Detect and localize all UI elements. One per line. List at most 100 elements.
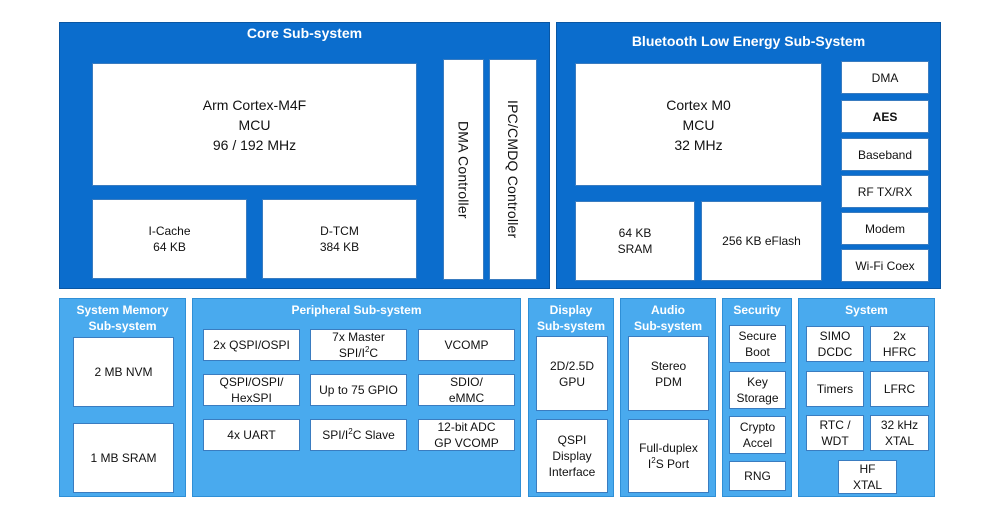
cortex-m0-freq: 32 MHz: [674, 136, 723, 153]
ble-aes-label: AES: [872, 109, 898, 124]
dma-controller-label: DMA Controller: [455, 120, 472, 219]
pdm-line2: PDM: [655, 374, 682, 389]
hfrc: 2x HFRC: [870, 326, 929, 362]
dtcm-size: 384 KB: [319, 240, 360, 254]
uart-label: 4x UART: [227, 428, 276, 442]
rtc-wdt: RTC / WDT: [806, 415, 864, 451]
cortex-m4f-freq: 96 / 192 MHz: [212, 136, 297, 153]
simo-line2: DCDC: [817, 345, 853, 359]
cortex-m4f-name: Arm Cortex-M4F: [202, 96, 307, 113]
lfrc-label: LFRC: [883, 382, 916, 396]
ble-subsystem: Bluetooth Low Energy Sub-System Cortex M…: [556, 22, 941, 289]
sdio-line1: SDIO/: [450, 375, 483, 389]
ble-rf-txrx: RF TX/RX: [841, 175, 929, 208]
system-memory-title: System Memory Sub-system: [60, 302, 185, 334]
ble-eflash-label: 256 KB eFlash: [722, 234, 801, 248]
qspi-ospi-hexspi: QSPI/OSPI/ HexSPI: [203, 374, 300, 406]
audio-title-line2: Sub-system: [633, 319, 703, 333]
rng: RNG: [729, 461, 786, 491]
i2s-line1: Full-duplex: [639, 441, 698, 455]
ble-modem: Modem: [841, 212, 929, 245]
secure-boot-line1: Secure: [738, 329, 777, 343]
ble-wifi-coex-label: Wi-Fi Coex: [855, 258, 915, 273]
cortex-m0-type: MCU: [682, 116, 715, 133]
adc-line1: 12-bit ADC: [437, 420, 496, 434]
icache: I-Cache 64 KB: [92, 199, 247, 279]
icache-label: I-Cache: [148, 224, 191, 238]
system-sram-label: 1 MB SRAM: [90, 451, 157, 465]
nvm-label: 2 MB NVM: [94, 365, 153, 379]
ble-eflash: 256 KB eFlash: [701, 201, 822, 281]
master-spi-line2-a: SPI/I: [338, 346, 365, 360]
xtal-32khz: 32 kHz XTAL: [870, 415, 929, 451]
crypto-accel: Crypto Accel: [729, 416, 786, 454]
ble-wifi-coex: Wi-Fi Coex: [841, 249, 929, 282]
ble-sram-size: 64 KB: [618, 226, 652, 240]
simo-line1: SIMO: [819, 329, 851, 343]
gpu: 2D/2.5D GPU: [536, 336, 608, 411]
crypto-line1: Crypto: [739, 420, 776, 434]
secure-boot-line2: Boot: [745, 345, 770, 359]
nvm: 2 MB NVM: [73, 337, 174, 407]
gpu-line1: 2D/2.5D: [549, 358, 595, 373]
icache-size: 64 KB: [153, 240, 186, 254]
vcomp-label: VCOMP: [444, 338, 489, 352]
master-spi-line2-b: C: [369, 346, 379, 360]
spi-i2c-slave-label: SPI/I2C Slave: [322, 427, 395, 443]
master-spi-line2: SPI/I2C: [339, 345, 378, 361]
vcomp: VCOMP: [418, 329, 515, 361]
ble-dma-label: DMA: [871, 70, 899, 85]
stereo-pdm: Stereo PDM: [628, 336, 709, 411]
cortex-m4f-type: MCU: [238, 116, 271, 133]
master-spi-i2c: 7x Master SPI/I2C: [310, 329, 407, 361]
hfrc-line1: 2x: [893, 329, 906, 343]
qspi-display-line1: QSPI: [557, 433, 587, 447]
slave-sup: 2: [348, 427, 353, 436]
system-title: System: [845, 303, 888, 317]
display-subsystem: Display Sub-system 2D/2.5D GPU QSPI Disp…: [528, 298, 614, 497]
ble-sram-label: SRAM: [617, 242, 653, 256]
ble-baseband-label: Baseband: [857, 147, 913, 162]
peripheral-title: Peripheral Sub-system: [291, 303, 422, 317]
ble-modem-label: Modem: [864, 221, 905, 236]
secure-boot: Secure Boot: [729, 325, 786, 363]
system-memory-title-line1: System Memory: [76, 303, 169, 317]
cortex-m4f-mcu: Arm Cortex-M4F MCU 96 / 192 MHz: [92, 63, 417, 186]
i2s-port: Full-duplex I2S Port: [628, 419, 709, 493]
core-subsystem: Core Sub-system Arm Cortex-M4F MCU 96 / …: [59, 22, 550, 289]
ipc-cmdq-controller-label: IPC/CMDQ Controller: [505, 100, 521, 239]
qspi-ospi-label: 2x QSPI/OSPI: [213, 338, 290, 352]
rtc-line2: WDT: [821, 434, 849, 448]
xtal32-line1: 32 kHz: [880, 418, 919, 432]
ble-aes: AES: [841, 100, 929, 133]
security-subsystem: Security Secure Boot Key Storage Crypto …: [722, 298, 792, 497]
qspi-display-interface: QSPI Display Interface: [536, 419, 608, 493]
audio-title-line1: Audio: [651, 303, 685, 317]
system-subsystem: System SIMO DCDC 2x HFRC Timers LFRC RTC…: [798, 298, 935, 497]
system-memory-subsystem: System Memory Sub-system 2 MB NVM 1 MB S…: [59, 298, 186, 497]
ble-dma: DMA: [841, 61, 929, 94]
hfrc-line2: HFRC: [882, 345, 917, 359]
qspi-display-line2: Display: [552, 449, 592, 463]
cortex-m0-mcu: Cortex M0 MCU 32 MHz: [575, 63, 822, 186]
cortex-m0-name: Cortex M0: [666, 96, 731, 113]
sdio-emmc: SDIO/ eMMC: [418, 374, 515, 406]
adc-gp-vcomp: 12-bit ADC GP VCOMP: [418, 419, 515, 451]
i2s-b: S Port: [655, 457, 690, 471]
gpio: Up to 75 GPIO: [310, 374, 407, 406]
rtc-line1: RTC /: [819, 418, 851, 432]
qspi-ospi: 2x QSPI/OSPI: [203, 329, 300, 361]
master-spi-line1: 7x Master: [332, 330, 385, 344]
hf-xtal: HF XTAL: [838, 460, 897, 494]
audio-subsystem: Audio Sub-system Stereo PDM Full-duplex …: [620, 298, 716, 497]
audio-title: Audio Sub-system: [621, 302, 715, 334]
hexspi-line2: HexSPI: [231, 391, 272, 405]
crypto-line2: Accel: [742, 436, 773, 450]
lfrc: LFRC: [870, 371, 929, 407]
display-title: Display Sub-system: [529, 302, 613, 334]
spi-i2c-slave: SPI/I2C Slave: [310, 419, 407, 451]
hf-xtal-line2: XTAL: [852, 478, 883, 492]
peripheral-subsystem: Peripheral Sub-system 2x QSPI/OSPI 7x Ma…: [192, 298, 521, 497]
qspi-display-line3: Interface: [548, 465, 596, 479]
display-title-line2: Sub-system: [536, 319, 606, 333]
